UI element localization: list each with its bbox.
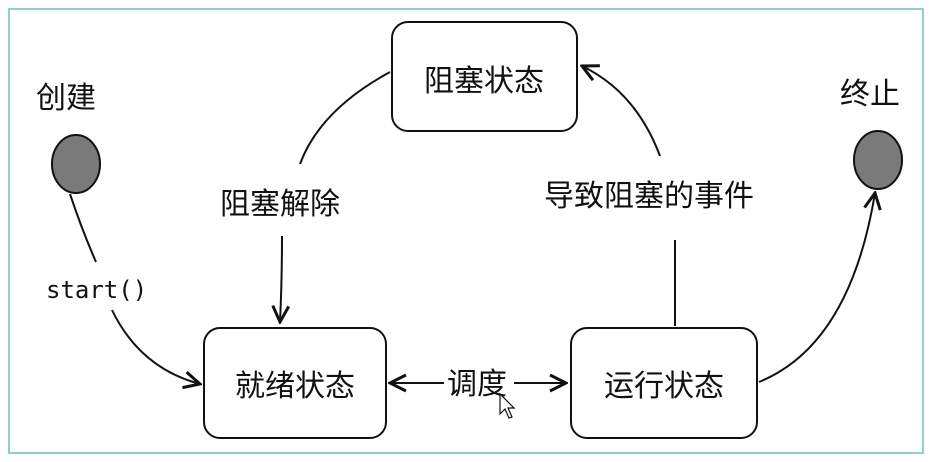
final-node xyxy=(853,130,903,190)
transition-block-event-line-upper xyxy=(582,66,661,157)
transition-unblock: 阻塞解除 xyxy=(220,71,391,322)
transition-unblock-label: 阻塞解除 xyxy=(220,187,340,222)
state-running-box xyxy=(570,327,758,439)
transition-dispatch: 调度 xyxy=(390,367,566,402)
state-blocked: 阻塞状态 xyxy=(391,21,578,132)
transition-block-event-label: 导致阻塞的事件 xyxy=(544,179,754,214)
state-ready-label: 就绪状态 xyxy=(235,369,355,404)
transition-unblock-line-upper xyxy=(299,71,391,165)
transition-unblock-line-lower xyxy=(280,235,282,322)
transition-start-line-lower xyxy=(111,309,200,384)
diagram-border xyxy=(8,8,924,454)
transition-start-label: start() xyxy=(46,276,147,304)
state-running-label: 运行状态 xyxy=(604,369,724,404)
initial-node xyxy=(51,134,101,194)
final-state-label: 终止 xyxy=(840,77,900,112)
initial-state-label: 创建 xyxy=(36,81,96,116)
state-running: 运行状态 xyxy=(570,327,758,439)
mouse-pointer-icon xyxy=(499,392,516,419)
transition-terminate-line xyxy=(758,193,875,383)
transition-start-line-upper xyxy=(69,193,97,263)
final-pseudo-state xyxy=(853,130,903,190)
state-blocked-box xyxy=(391,21,578,132)
transition-terminate xyxy=(758,193,875,383)
initial-pseudo-state xyxy=(51,134,101,194)
transition-dispatch-label: 调度 xyxy=(447,367,507,402)
transition-start: start() xyxy=(46,193,200,384)
state-ready-box xyxy=(203,327,387,439)
transition-block-event: 导致阻塞的事件 xyxy=(544,66,754,326)
state-ready: 就绪状态 xyxy=(203,327,387,439)
state-blocked-label: 阻塞状态 xyxy=(424,64,544,99)
